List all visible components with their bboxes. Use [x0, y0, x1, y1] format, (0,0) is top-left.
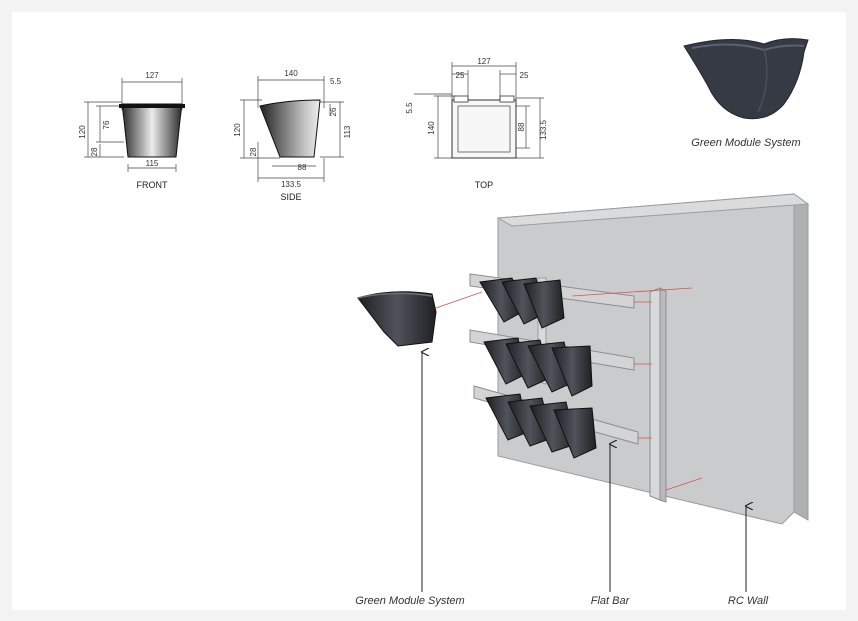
- side-pot-shape: [259, 99, 321, 158]
- side-view: 140 5.5 26 113 120 28 88 133.5 SIDE: [233, 69, 352, 202]
- figure-canvas: 127 115 120 76 28 FRONT 140 5.5 26: [12, 12, 846, 610]
- top-dim-width: 127: [477, 57, 491, 66]
- top-dim-depth: 140: [427, 121, 436, 135]
- front-dim-height: 120: [78, 125, 87, 139]
- front-view: 127 115 120 76 28 FRONT: [78, 71, 185, 190]
- module-photo: Green Module System: [683, 38, 809, 149]
- top-outer-outline: [451, 99, 517, 159]
- front-rim: [119, 104, 185, 108]
- side-view-label: SIDE: [280, 192, 301, 202]
- front-view-label: FRONT: [137, 180, 168, 190]
- top-right-tab: [499, 95, 515, 103]
- side-dim-height-left: 120: [233, 123, 242, 137]
- wall-pots: [479, 277, 597, 459]
- front-dim-base: 28: [90, 147, 99, 156]
- top-left-tab: [453, 95, 469, 103]
- top-dim-overall: 133.5: [539, 119, 548, 140]
- front-dim-bottom-width: 115: [146, 159, 159, 168]
- top-view: 127 25 25 5.5 140 88 133.5 TOP: [405, 57, 548, 190]
- top-dim-left-tab: 25: [456, 71, 465, 80]
- side-dim-base: 28: [249, 147, 258, 156]
- red-guide-lines: [435, 287, 703, 491]
- side-dim-bottom-inner: 88: [298, 163, 307, 172]
- side-dim-height-right: 113: [343, 125, 352, 138]
- callout-rc-wall: RC Wall: [728, 595, 769, 607]
- top-view-label: TOP: [475, 180, 493, 190]
- pot-row-3: [485, 393, 597, 459]
- front-dim-top-width: 127: [145, 71, 159, 80]
- top-dim-inner: 88: [517, 122, 526, 131]
- side-dim-top-width: 140: [284, 69, 298, 78]
- front-dim-inner-height: 76: [102, 120, 111, 129]
- callout-green-module-system: Green Module System: [355, 595, 464, 607]
- side-dim-depth-top: 26: [329, 107, 338, 116]
- side-dim-lip: 5.5: [330, 77, 342, 86]
- top-dim-right-tab: 25: [520, 71, 529, 80]
- top-inner-outline: [457, 105, 511, 153]
- top-dim-lip: 5.5: [405, 102, 414, 114]
- callout-arrows: [422, 352, 746, 592]
- side-dim-bottom-width: 133.5: [281, 180, 302, 189]
- vertical-post: [649, 287, 667, 503]
- module-photo-caption: Green Module System: [691, 137, 800, 149]
- pot-row-2: [483, 337, 593, 397]
- pot-row-1: [479, 277, 565, 329]
- front-pot-shape: [121, 103, 183, 158]
- callout-flat-bar: Flat Bar: [591, 595, 631, 607]
- detached-module: [357, 291, 437, 347]
- assembly-diagram: 127 115 120 76 28 FRONT 140 5.5 26: [78, 38, 810, 607]
